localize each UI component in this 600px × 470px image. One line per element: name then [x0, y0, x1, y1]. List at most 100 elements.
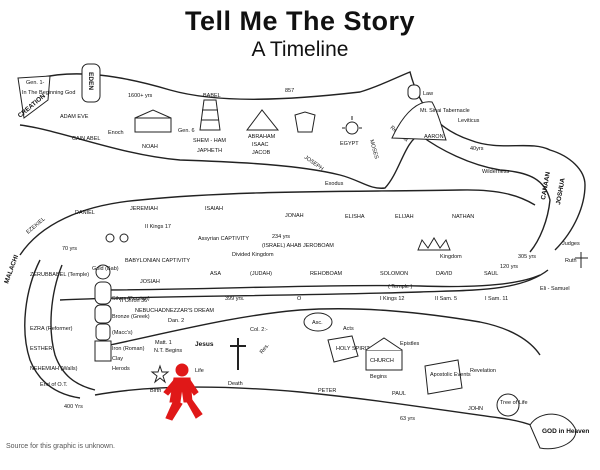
canaan-label: CANAAN	[540, 171, 552, 200]
adam-eve-label: ADAM EVE	[60, 114, 89, 120]
herods-label: Herods	[112, 366, 130, 372]
temple-label: ( Temple )	[388, 284, 413, 290]
tree-icon	[496, 393, 520, 417]
isaac-label: ISAAC	[252, 142, 269, 148]
divided-kingdom-label: Divided Kingdom	[232, 252, 274, 258]
i-kings-label: I Kings 12	[380, 296, 404, 302]
iron-label: Iron (Roman)	[112, 346, 145, 352]
nathan-label: NATHAN	[452, 214, 474, 220]
eden-label: EDEN	[87, 72, 94, 90]
crown-icon	[417, 237, 451, 251]
isaiah-label: ISAIAH	[205, 206, 223, 212]
assyrian-label: Assyrian CAPTIVITY	[198, 236, 249, 242]
source-note: Source for this graphic is unknown.	[6, 443, 115, 450]
end-ot-label: End of O.T.	[40, 382, 68, 388]
malachi-label: MALACHI	[3, 254, 20, 285]
revelation-label: Revelation	[470, 368, 496, 374]
scales-icon	[575, 252, 588, 268]
jonah-label: JONAH	[285, 213, 304, 219]
nt-begins-label: N.T. Begins	[154, 348, 182, 354]
coat-icon	[294, 111, 316, 133]
wilderness-label: Wilderness	[482, 169, 509, 175]
solomon-label: SOLOMON	[380, 271, 408, 277]
joshua-label: JOSHUA	[555, 177, 567, 205]
daniel-label: DANIEL	[75, 210, 95, 216]
shackles-icon	[105, 233, 129, 243]
res-label: Res.	[259, 342, 271, 355]
matt1-label: Matt. 1	[155, 340, 172, 346]
circle-label: O	[297, 296, 302, 302]
exodus-label: Exodus	[325, 181, 344, 187]
law-label: Law	[423, 91, 433, 97]
holy-spirit-shape	[327, 335, 359, 363]
tent-icon	[246, 109, 280, 131]
paul-label: PAUL	[392, 391, 406, 397]
ii-sam-label: II Sam. 5	[435, 296, 457, 302]
holy-spirit-label: HOLY SPIRIT	[336, 346, 370, 352]
shem-ham-label: SHEM - HAM	[193, 138, 226, 144]
page-subtitle: A Timeline	[251, 38, 349, 61]
egypt-label: EGYPT	[340, 141, 359, 147]
years-399-label: 399 yrs.	[225, 296, 245, 302]
star-icon	[150, 364, 170, 384]
david-label: DAVID	[436, 271, 452, 277]
heaven-shape	[529, 413, 577, 450]
beginning-label: In The Beginning God	[22, 90, 75, 96]
peter-label: PETER	[318, 388, 336, 394]
church-icon	[365, 337, 403, 371]
jeremiah-label: JEREMIAH	[130, 206, 158, 212]
years-857-label: 857	[285, 88, 294, 94]
begins-label: Begins	[370, 374, 387, 380]
japheth-label: JAPHETH	[197, 148, 222, 154]
i-sam-label: I Sam. 11	[485, 296, 508, 302]
leviticus-label: Leviticus	[458, 118, 480, 124]
elijah-label: ELIJAH	[395, 214, 414, 220]
ezekiel-label: EZEKIEL	[25, 216, 46, 235]
israel-label: (ISRAEL) AHAB JEROBOAM	[262, 243, 334, 249]
bronze-label: Bronze (Greek)	[112, 314, 150, 320]
church-label: CHURCH	[370, 358, 394, 364]
noah-label: NOAH	[142, 144, 158, 150]
tablets-icon	[407, 84, 421, 100]
cloud-icon	[303, 312, 333, 332]
years-63-label: 63 yrs	[400, 416, 415, 422]
years-400-label: 400 Yrs	[64, 404, 83, 410]
tower-of-babel-icon	[199, 99, 221, 131]
asa-label: ASA	[210, 271, 221, 277]
gold-label: Gold (Bab)	[92, 266, 119, 272]
birth-label: Birth	[150, 388, 161, 394]
john-label: JOHN	[468, 406, 483, 412]
jesus-label: Jesus	[195, 341, 214, 348]
death-label: Death	[228, 381, 243, 387]
epistles-label: Epistles	[400, 341, 420, 347]
life-label: Life	[195, 368, 204, 374]
creation-scroll: Gen. 1- In The Beginning God CREATION	[17, 75, 75, 120]
years-305-label: 305 yrs	[518, 254, 536, 260]
years-70-label: 70 yrs	[62, 246, 77, 252]
kingdom-label: Kingdom	[440, 254, 462, 260]
abraham-label: ABRAHAM	[248, 134, 276, 140]
ii-chron-label: II Chron 36	[120, 298, 147, 304]
cross-icon	[230, 338, 246, 370]
walking-person-icon	[163, 363, 203, 421]
years-120-label: 120 yrs	[500, 264, 518, 270]
gen6-label: Gen. 6	[178, 128, 195, 134]
silver-label: Silver (Persian)	[112, 296, 150, 302]
macc-label: (Macc's)	[112, 330, 133, 336]
mt-sinai-label: Mt. Sinai Tabernacle	[420, 108, 470, 114]
apostolic-scroll	[424, 359, 463, 395]
eden-gate: EDEN	[81, 63, 101, 103]
cain-abel-label: CAIN ABEL	[72, 136, 100, 142]
gen1-label: Gen. 1-	[26, 80, 45, 86]
dan2-label: Dan. 2	[168, 318, 184, 324]
sun-icon	[342, 116, 362, 135]
babel-label: BABEL	[203, 93, 221, 99]
years-1600-label: 1600+ yrs	[128, 93, 153, 99]
tree-of-life-label: Tree of Life	[500, 400, 528, 406]
ruth-label: Ruth	[565, 258, 577, 264]
jacob-label: JACOB	[252, 150, 271, 156]
babylonian-label: BABYLONIAN CAPTIVITY	[125, 258, 190, 264]
ezra-label: EZRA (Reformer)	[30, 326, 73, 332]
moses-label: MOSES	[368, 139, 379, 160]
